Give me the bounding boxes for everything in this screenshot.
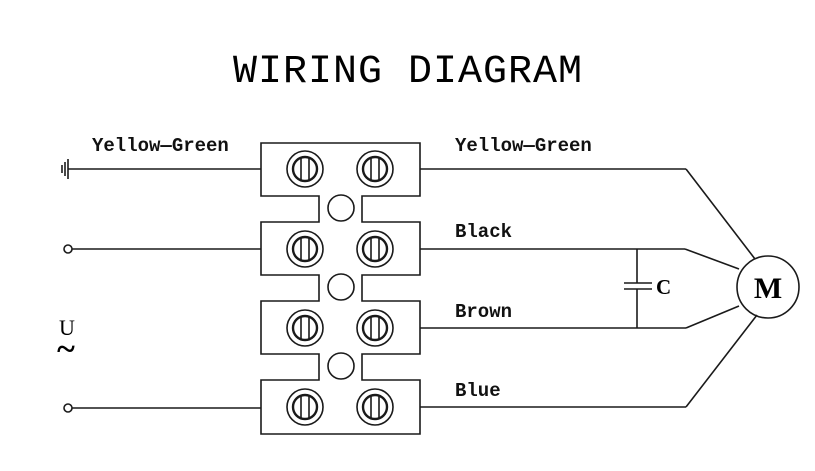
terminal-screw-icon bbox=[356, 388, 394, 426]
terminal-block-outline bbox=[260, 142, 421, 435]
input-terminal-neutral-icon bbox=[63, 403, 73, 413]
terminal-screw-icon bbox=[286, 388, 324, 426]
motor-label: M bbox=[754, 272, 782, 305]
terminal-screw-icon bbox=[286, 230, 324, 268]
output-wire-yellow-green-diagonal bbox=[685, 168, 756, 260]
ground-icon bbox=[61, 159, 69, 179]
diagram-title: WIRING DIAGRAM bbox=[233, 50, 583, 95]
motor-icon bbox=[736, 255, 800, 319]
output-wire-brown-diagonal bbox=[685, 305, 740, 329]
ac-symbol: ~ bbox=[57, 331, 75, 368]
terminal-screws bbox=[286, 150, 394, 426]
output-wire-black-diagonal bbox=[684, 248, 740, 270]
terminal-screw-icon bbox=[286, 309, 324, 347]
capacitor-icon bbox=[624, 249, 652, 328]
output-wire-blue-diagonal bbox=[685, 314, 758, 408]
wire-label-brown: Brown bbox=[455, 301, 512, 323]
separator-hole bbox=[327, 273, 355, 301]
capacitor-label: C bbox=[656, 275, 671, 299]
separator-hole bbox=[327, 194, 355, 222]
wire-label-yellow-green: Yellow—Green bbox=[455, 135, 592, 157]
wire-label-blue: Blue bbox=[455, 380, 501, 402]
voltage-symbol: U bbox=[59, 315, 75, 340]
terminal-screw-icon bbox=[286, 150, 324, 188]
terminal-screw-icon bbox=[356, 150, 394, 188]
input-ground-label: Yellow—Green bbox=[92, 135, 229, 157]
input-terminal-line-icon bbox=[63, 244, 73, 254]
wire-label-black: Black bbox=[455, 221, 512, 243]
separator-hole bbox=[327, 352, 355, 380]
terminal-screw-icon bbox=[356, 230, 394, 268]
terminal-screw-icon bbox=[356, 309, 394, 347]
